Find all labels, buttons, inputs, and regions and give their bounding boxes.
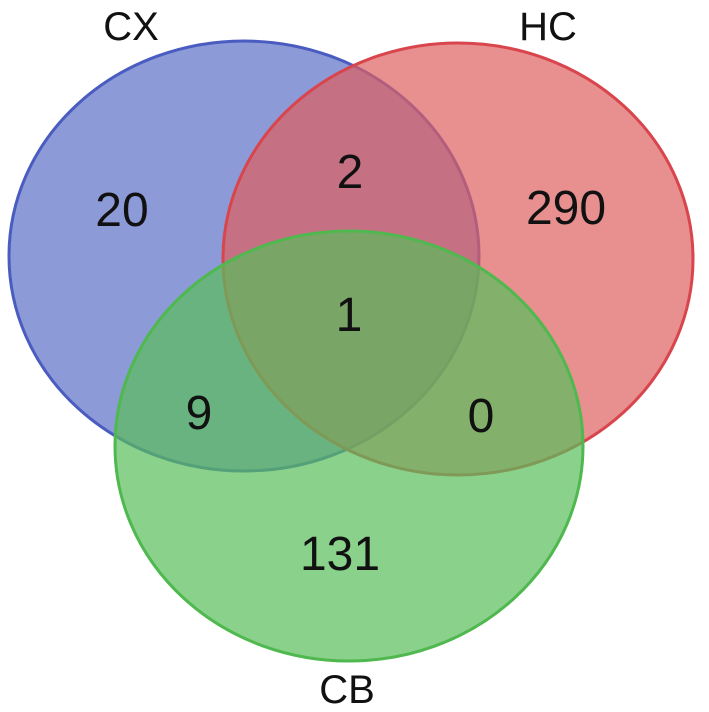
set-label-cb: CB [319, 668, 375, 712]
count-hc-cb: 0 [468, 390, 495, 443]
circle-cb [113, 229, 585, 663]
count-hc-only: 290 [526, 182, 606, 235]
count-cx-hc: 2 [337, 146, 364, 199]
set-labels: CX HC CB [103, 5, 577, 712]
count-cx-hc-cb: 1 [336, 289, 363, 342]
region-counts: 20 2 290 1 9 0 131 [95, 146, 606, 581]
set-circles [7, 39, 695, 663]
count-cb-only: 131 [300, 528, 380, 581]
count-cx-only: 20 [95, 184, 148, 237]
count-cx-cb: 9 [186, 387, 213, 440]
set-label-cx: CX [103, 5, 159, 49]
set-label-hc: HC [519, 5, 577, 49]
